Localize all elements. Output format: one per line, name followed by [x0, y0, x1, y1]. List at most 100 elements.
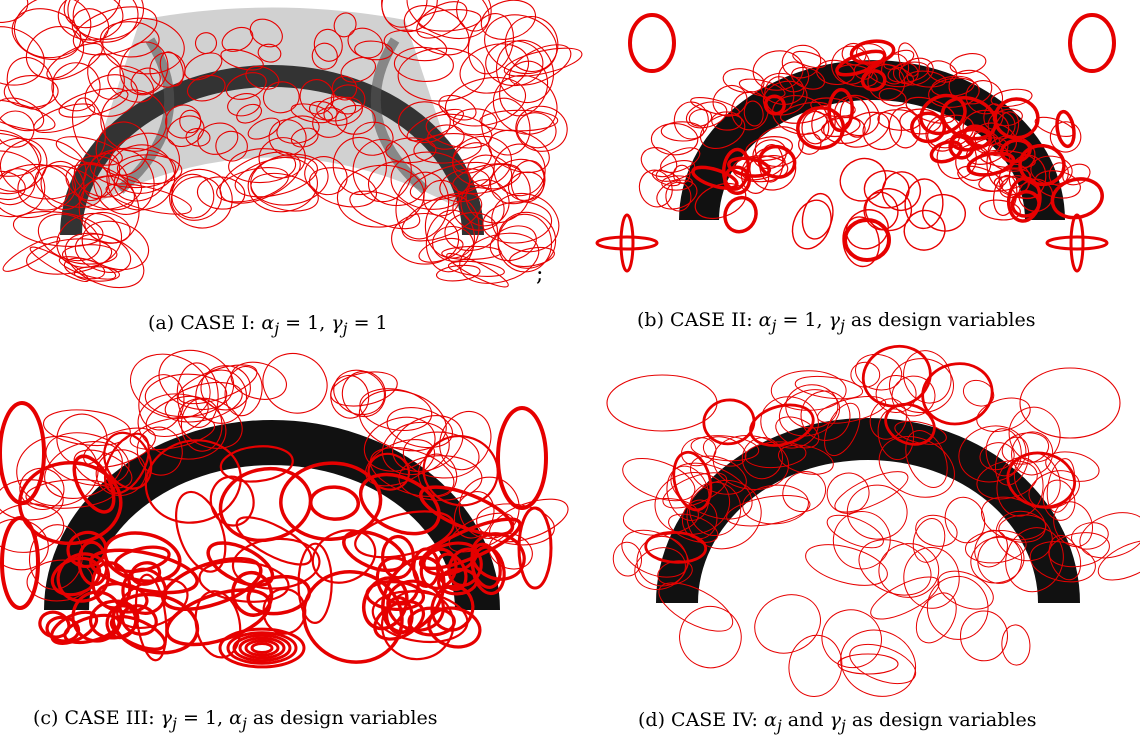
red-ellipse	[1055, 109, 1076, 149]
red-ellipse	[778, 389, 841, 437]
red-ellipse	[83, 427, 156, 468]
red-ellipse	[456, 0, 492, 32]
red-ellipse	[416, 1, 468, 39]
red-ellipse	[55, 136, 123, 166]
red-ellipse	[990, 88, 1033, 108]
red-ellipse	[1029, 541, 1096, 583]
red-ellipse	[358, 472, 441, 536]
red-ellipse	[250, 642, 274, 654]
red-ellipse	[826, 514, 884, 549]
red-ellipse	[459, 43, 530, 94]
red-ellipse	[862, 111, 903, 151]
caption-a: (a) CASE I: αj = 1, γj = 1	[148, 312, 388, 338]
red-ellipse	[37, 213, 101, 262]
red-ellipse	[383, 29, 448, 62]
red-ellipse	[690, 435, 760, 462]
red-ellipse	[680, 437, 717, 467]
red-ellipse	[992, 108, 1023, 127]
red-ellipse	[978, 199, 1021, 221]
red-ellipse	[957, 165, 1004, 192]
red-ellipse	[843, 218, 891, 262]
red-ellipse	[926, 575, 989, 640]
red-ellipse	[497, 213, 553, 273]
red-ellipse	[227, 93, 261, 117]
caption-description: αj = 1, γj = 1	[261, 312, 388, 338]
red-ellipse	[489, 225, 537, 262]
red-ellipse	[1049, 121, 1082, 153]
red-ellipse	[858, 539, 932, 596]
red-ellipse	[369, 447, 455, 497]
red-ellipse	[781, 44, 822, 79]
red-ellipse	[130, 67, 161, 95]
red-ellipse	[206, 541, 275, 588]
red-ellipse	[655, 159, 696, 182]
red-ellipse	[2, 236, 61, 272]
red-ellipse	[200, 365, 251, 411]
red-ellipse	[832, 511, 891, 570]
red-ellipse	[246, 574, 312, 616]
red-ellipse	[63, 0, 121, 29]
caption-case: CASE III:	[64, 707, 161, 729]
red-ellipse	[72, 6, 158, 56]
red-ellipse	[11, 8, 82, 60]
red-ellipse	[116, 154, 183, 185]
red-ellipse	[352, 121, 394, 156]
red-ellipse	[485, 40, 544, 87]
red-ellipse	[380, 534, 416, 580]
red-ellipse	[73, 266, 121, 282]
red-ellipse	[169, 168, 233, 229]
red-ellipse	[352, 138, 412, 203]
red-ellipse	[65, 163, 135, 211]
red-ellipse	[226, 631, 298, 665]
red-ellipse	[1046, 458, 1076, 513]
red-ellipse	[688, 108, 713, 127]
red-ellipse	[367, 161, 427, 207]
red-ellipse	[268, 119, 307, 156]
red-ellipse	[25, 26, 85, 79]
red-ellipse	[679, 605, 742, 669]
red-ellipse	[170, 176, 223, 221]
red-ellipse	[359, 388, 433, 431]
red-ellipse	[745, 136, 793, 161]
red-ellipse	[73, 449, 133, 489]
red-ellipse	[861, 344, 932, 408]
red-ellipse	[245, 65, 280, 90]
red-ellipse	[393, 46, 454, 82]
red-ellipse	[940, 96, 998, 141]
red-ellipse	[290, 103, 333, 124]
red-ellipse	[129, 353, 211, 419]
red-ellipse	[496, 39, 554, 103]
red-ellipse	[619, 213, 635, 273]
red-ellipse	[330, 371, 398, 407]
red-ellipse	[25, 479, 116, 509]
red-ellipse	[176, 362, 219, 429]
red-ellipse	[262, 81, 300, 114]
red-ellipse	[993, 176, 1040, 199]
structure-arch	[679, 60, 1065, 220]
red-ellipse	[402, 431, 480, 479]
red-ellipse	[336, 164, 425, 228]
red-ellipse	[842, 216, 880, 268]
red-ellipse	[499, 60, 549, 117]
red-ellipse	[0, 137, 87, 200]
red-ellipse	[93, 148, 155, 215]
red-ellipse	[912, 517, 946, 563]
red-ellipse	[349, 190, 421, 230]
red-ellipse	[0, 26, 45, 86]
red-ellipse	[903, 547, 960, 609]
red-ellipse	[1050, 177, 1104, 220]
red-ellipse	[138, 374, 185, 431]
red-ellipse	[330, 374, 370, 419]
red-ellipse	[72, 454, 116, 514]
red-ellipse	[84, 74, 139, 117]
red-ellipse	[185, 128, 211, 147]
red-ellipse	[965, 137, 1009, 165]
red-ellipse	[1034, 170, 1081, 199]
red-ellipse	[1030, 155, 1073, 186]
red-ellipse	[403, 5, 470, 56]
red-ellipse	[965, 530, 1027, 564]
caption-label: (a)	[148, 312, 181, 334]
red-ellipse	[994, 436, 1030, 486]
figure-b-plot	[595, 13, 1116, 273]
red-ellipse	[225, 72, 267, 100]
